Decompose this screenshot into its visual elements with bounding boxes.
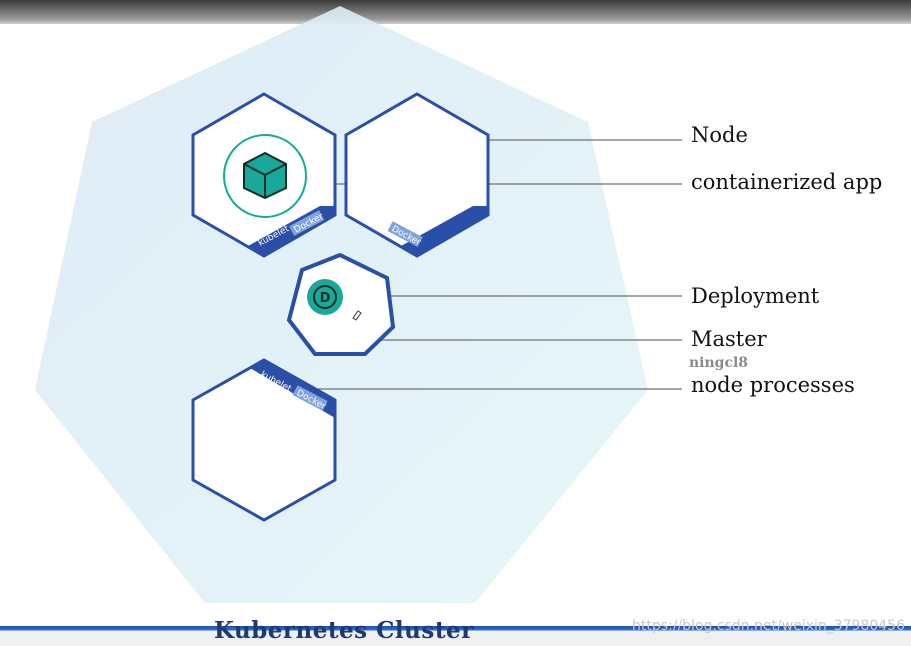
node-hexagon-2: kubelet Docker	[344, 92, 490, 258]
pod-ring	[223, 134, 307, 218]
watermark-text: ningcl8	[689, 355, 749, 371]
label-deployment: Deployment	[691, 284, 820, 308]
node-hexagon-1: kubelet Docker	[191, 92, 337, 258]
label-containerized-app: containerized app	[691, 170, 883, 194]
label-master: Master	[691, 327, 767, 351]
label-node-processes: node processes	[691, 373, 855, 397]
source-url: https://blog.csdn.net/weixin_37980456	[631, 618, 905, 634]
pencil-icon	[352, 310, 362, 321]
deployment-letter: D	[320, 291, 331, 306]
window-top-bar	[0, 0, 911, 24]
node-hexagon-3: kubelet Docker	[191, 358, 337, 522]
window-bottom-bar	[0, 626, 911, 646]
master-heptagon: D	[286, 252, 396, 356]
label-node: Node	[691, 123, 748, 147]
deployment-icon	[307, 279, 343, 315]
cube-icon	[243, 151, 287, 200]
diagram-caption: Kubernetes Cluster	[214, 617, 474, 644]
